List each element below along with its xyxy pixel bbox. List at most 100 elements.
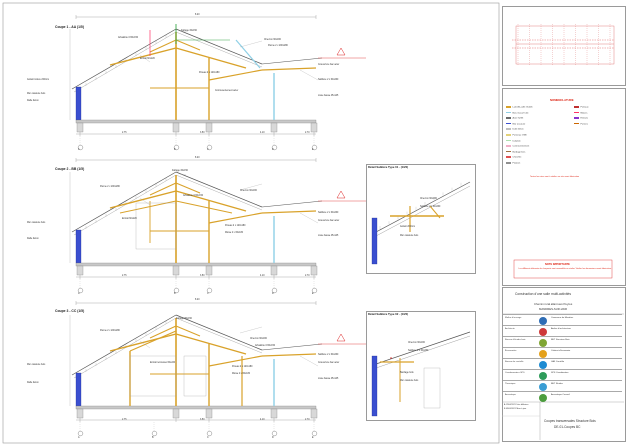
legend-swatch	[574, 117, 579, 119]
detail-roof-underside	[375, 335, 471, 369]
axis-mark: B	[152, 437, 154, 439]
company-role: Architecte	[505, 328, 515, 330]
moise	[175, 200, 233, 214]
company-role: Maître d'ouvrage	[505, 317, 522, 319]
legend-item: Moises	[574, 111, 587, 115]
warning-title: NOTE IMPORTANTE	[545, 263, 570, 266]
legend-item: Acier S235	[506, 117, 523, 120]
s3-label: Dalle béton	[27, 382, 39, 384]
legend-swatch	[574, 122, 579, 125]
company-role: Bureau d'études bois	[505, 339, 526, 341]
axis-circle	[206, 144, 213, 151]
sheet-ref: DE-01-Coupes BC	[554, 425, 581, 429]
roof-underside	[175, 174, 263, 211]
legend-text: Chevêtre	[512, 156, 522, 159]
company-name: BET Structure Bois	[551, 339, 570, 341]
legend-swatch	[506, 162, 511, 164]
s3-label: Mur ossature bois	[27, 364, 46, 366]
strut	[129, 330, 177, 352]
s2-label: Entrait 60x220	[122, 218, 137, 220]
axis-circle	[206, 287, 213, 294]
roof-slope-right	[175, 28, 263, 65]
left-wall	[75, 229, 82, 264]
roof-canopy	[261, 57, 323, 65]
s2-label: Couverture bac acier	[318, 220, 340, 222]
strut	[175, 182, 201, 194]
legend-item: Poteaux	[574, 106, 589, 109]
strut	[109, 190, 177, 209]
company-name: SPS Coordination	[551, 372, 569, 374]
axis-mark: D	[272, 437, 274, 439]
roof-slope-left	[71, 314, 177, 376]
leader-line	[179, 30, 187, 33]
leader-line	[299, 355, 319, 367]
strut	[109, 333, 177, 352]
legend-swatch	[506, 117, 511, 119]
axis-circle	[311, 430, 318, 437]
axis-circle	[77, 287, 84, 294]
dim-span: 3.50	[200, 132, 205, 134]
s2-label: Mur ossature bois	[27, 222, 46, 224]
detail-panel-1	[366, 164, 476, 274]
s2-label: Chevron 60x180	[240, 190, 257, 192]
legend-swatch	[506, 111, 511, 114]
legend-text: Contreventement	[512, 145, 530, 148]
legend-text: Pannes	[580, 123, 588, 126]
strut	[149, 325, 177, 339]
s1-label: Entrait 60x220	[140, 58, 155, 60]
detail-opening	[423, 367, 441, 409]
roof-slope-left	[71, 28, 177, 90]
s1-label: Isolant toiture 200mm	[27, 79, 50, 81]
legend-text: Fixation	[512, 162, 521, 165]
brace	[208, 69, 263, 81]
s1-label: Sablière 2 x 60x260	[318, 79, 339, 81]
company-logo-icon	[539, 383, 547, 391]
section-3-title: Coupe 3 - CC (1/5)	[55, 309, 85, 313]
detail-2-label: Bardage bois	[400, 372, 414, 374]
dim-span: 4.10	[260, 132, 265, 134]
detail-roof	[375, 181, 471, 233]
s2-label: Faîtage 30x150	[172, 170, 188, 172]
axis-mark: D	[272, 149, 274, 151]
legend-swatch	[574, 111, 579, 114]
footing	[270, 265, 278, 276]
strut	[149, 39, 177, 53]
s3-label: Couverture bac acier	[318, 362, 340, 364]
company-name: Acoustique Conseil	[551, 394, 570, 396]
leader-line	[139, 340, 151, 349]
leader-line	[179, 316, 187, 319]
footing	[76, 265, 84, 276]
footing	[76, 122, 84, 133]
footing	[270, 122, 278, 133]
s1-label: Faîtage 30x150	[181, 30, 197, 32]
left-wall	[75, 372, 82, 407]
s3-label: Poteau 2 x 120x180	[232, 366, 253, 368]
s2-label: Panne 2 x 200x280	[100, 186, 120, 188]
strut	[175, 39, 201, 51]
s3-label: Arbalétrier 150x150	[255, 345, 276, 347]
company-role: Coordonnateur SPS	[505, 372, 525, 374]
interior-opening	[135, 202, 177, 250]
legend-item: Contreventement	[506, 145, 529, 148]
axis-mark: E	[312, 437, 314, 439]
roof-slope-right	[175, 171, 263, 208]
canopy-beam	[261, 67, 317, 71]
axis-mark: A	[78, 293, 80, 295]
axis-mark: C	[207, 293, 209, 295]
dim-span: 2.70	[305, 275, 310, 277]
legend-item: Entraits	[574, 117, 588, 120]
legend-text: Mur ossature	[512, 123, 526, 126]
s1-label: Dalle béton	[27, 100, 39, 102]
roof-canopy	[261, 200, 323, 208]
legend-item: Mur ossature	[506, 122, 526, 126]
legend-item: Panneau OSB	[506, 134, 527, 137]
detail-1-label: Isolant 200mm	[400, 226, 416, 228]
s3-label: Lisse basse 45x145	[318, 378, 339, 380]
legend-swatch	[506, 122, 511, 125]
plan-outline	[515, 25, 615, 65]
legend-item: Bois massif C24	[506, 111, 528, 115]
